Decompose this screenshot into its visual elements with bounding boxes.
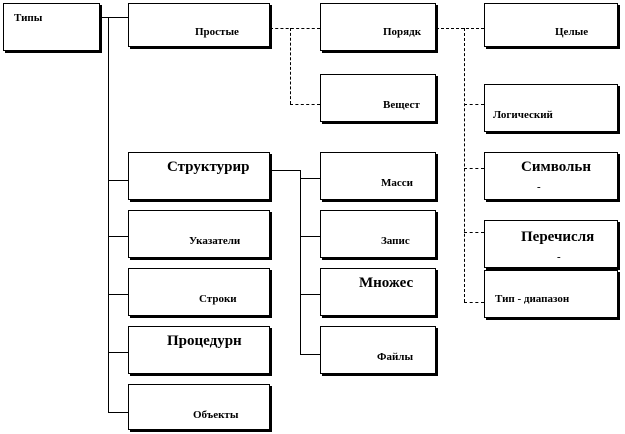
node-integer: Целые xyxy=(484,3,618,47)
node-logical: Логический xyxy=(484,84,618,132)
connector-to-arrays xyxy=(300,178,320,179)
node-objects-label: Объекты xyxy=(193,409,239,421)
node-types: Типы xyxy=(3,3,100,51)
node-records-label: Запис xyxy=(381,235,410,247)
node-range-label: Тип - диапазон xyxy=(495,293,570,305)
connector-to-procedural xyxy=(108,352,128,353)
connector-to-records xyxy=(300,236,320,237)
connector-to-pointers xyxy=(108,236,128,237)
node-structured-label: Структурир xyxy=(167,159,250,175)
connector-to-real xyxy=(290,104,320,105)
connector-structured-out xyxy=(270,170,300,171)
node-strings-label: Строки xyxy=(199,293,237,305)
node-enum: Перечисля - xyxy=(484,220,618,268)
node-simple-label: Простые xyxy=(195,26,239,38)
node-char-label: Символьн xyxy=(521,159,591,175)
node-ordinal: Порядк xyxy=(320,3,436,51)
node-sets-label: Множес xyxy=(359,275,414,291)
node-simple: Простые xyxy=(128,3,270,47)
connector-to-enum xyxy=(464,232,484,233)
connector-to-files xyxy=(300,354,320,355)
connector-to-strings xyxy=(108,294,128,295)
connector-ordinal-trunk xyxy=(464,28,465,302)
connector-to-sets xyxy=(300,294,320,295)
node-procedural-label: Процедурн xyxy=(167,333,242,349)
connector-structured-trunk xyxy=(300,170,301,355)
node-structured: Структурир xyxy=(128,152,270,200)
node-sets: Множес xyxy=(320,268,436,316)
node-char: Символьн - xyxy=(484,152,618,200)
node-strings: Строки xyxy=(128,268,270,316)
connector-to-logical xyxy=(464,104,484,105)
connector-to-range xyxy=(464,302,484,303)
node-objects: Объекты xyxy=(128,384,270,430)
connector-simple-trunk xyxy=(290,28,291,104)
node-types-label: Типы xyxy=(14,12,43,24)
connector-to-objects xyxy=(108,412,128,413)
node-real: Вещест xyxy=(320,74,436,122)
node-files-label: Файлы xyxy=(377,351,414,363)
node-files: Файлы xyxy=(320,326,436,374)
node-logical-label: Логический xyxy=(493,109,553,121)
node-pointers-label: Указатели xyxy=(189,235,241,247)
connector-ordinal-to-integer xyxy=(436,28,484,29)
connector-root-trunk xyxy=(108,17,109,413)
node-arrays-label: Масси xyxy=(381,177,413,189)
node-procedural: Процедурн xyxy=(128,326,270,374)
node-ordinal-label: Порядк xyxy=(383,26,422,38)
connector-to-structured xyxy=(108,180,128,181)
node-arrays: Масси xyxy=(320,152,436,200)
node-range: Тип - диапазон xyxy=(484,270,618,318)
node-enum-label: Перечисля xyxy=(521,229,595,245)
node-pointers: Указатели xyxy=(128,210,270,258)
node-char-tail: - xyxy=(537,181,541,193)
connector-root-to-simple xyxy=(100,17,128,18)
node-enum-tail: - xyxy=(557,251,561,263)
node-records: Запис xyxy=(320,210,436,258)
node-real-label: Вещест xyxy=(383,99,420,111)
node-integer-label: Целые xyxy=(555,26,589,38)
connector-simple-to-ordinal xyxy=(270,28,320,29)
connector-to-char xyxy=(464,168,484,169)
